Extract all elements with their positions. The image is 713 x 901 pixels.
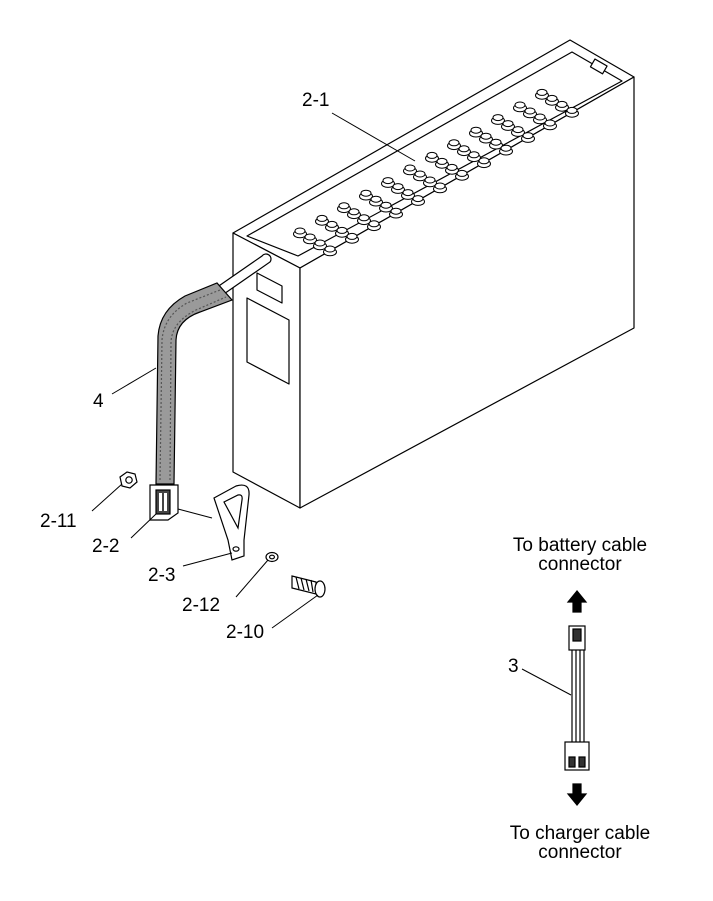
cell-terminal xyxy=(492,114,504,122)
cell-terminal xyxy=(348,208,360,216)
cell-terminal xyxy=(456,169,468,177)
cell-terminal xyxy=(336,226,348,234)
cell-terminal xyxy=(478,157,490,165)
cell-terminal xyxy=(380,201,392,209)
cell-terminal xyxy=(512,126,524,134)
cell-terminal xyxy=(524,107,536,115)
cell-terminal xyxy=(390,207,402,215)
cell-terminal xyxy=(404,164,416,172)
callout-plug: 2-2 xyxy=(92,536,119,557)
cable-assembly xyxy=(149,253,272,521)
callout-nut: 2-11 xyxy=(40,511,77,532)
cell-terminal xyxy=(556,100,568,108)
cell-terminal xyxy=(316,214,328,222)
callout-screw: 2-10 xyxy=(226,622,264,643)
cell-terminal xyxy=(424,176,436,184)
cell-terminal xyxy=(382,177,394,185)
cell-terminal xyxy=(402,189,414,197)
cell-terminal xyxy=(294,227,306,235)
callout-washer: 2-12 xyxy=(182,595,220,616)
cell-terminal xyxy=(544,119,556,127)
cell-terminal xyxy=(338,202,350,210)
leader-lines xyxy=(91,112,572,696)
adapter-cable xyxy=(564,590,590,806)
cell-terminal xyxy=(536,88,548,96)
callout-battery: 2-1 xyxy=(302,90,329,111)
cell-terminal xyxy=(522,132,534,140)
cell-terminal xyxy=(324,245,336,253)
cell-terminal xyxy=(358,214,370,222)
callout-cable: 4 xyxy=(93,391,104,412)
cell-terminal xyxy=(470,126,482,134)
cell-terminal xyxy=(458,145,470,153)
callout-adapter: 3 xyxy=(508,656,519,677)
cell-terminal xyxy=(346,232,358,240)
cell-terminal xyxy=(314,239,326,247)
cell-terminal xyxy=(434,182,446,190)
cell-terminal xyxy=(448,139,460,147)
cell-terminal xyxy=(426,151,438,159)
note-bottom-line2: connector xyxy=(538,842,622,863)
note-top-line2: connector xyxy=(538,554,622,575)
cell-terminal xyxy=(566,106,578,114)
cell-terminal xyxy=(412,195,424,203)
note-bottom-line1: To charger cable xyxy=(510,823,650,844)
cell-terminal xyxy=(414,170,426,178)
battery-cells xyxy=(293,88,579,257)
cell-terminal xyxy=(368,220,380,228)
hardware-parts xyxy=(119,471,326,598)
cell-terminal xyxy=(326,220,338,228)
cell-terminal xyxy=(468,151,480,159)
note-top-line1: To battery cable xyxy=(513,535,647,556)
cell-terminal xyxy=(392,183,404,191)
cell-terminal xyxy=(446,163,458,171)
cell-terminal xyxy=(502,120,514,128)
callout-handle: 2-3 xyxy=(148,565,175,586)
cell-terminal xyxy=(514,101,526,109)
cell-terminal xyxy=(480,132,492,140)
cell-terminal xyxy=(500,144,512,152)
cell-terminal xyxy=(304,233,316,241)
cell-terminal xyxy=(360,189,372,197)
cell-terminal xyxy=(490,138,502,146)
cell-terminal xyxy=(546,94,558,102)
cell-terminal xyxy=(534,113,546,121)
cell-terminal xyxy=(370,195,382,203)
cell-terminal xyxy=(436,157,448,165)
